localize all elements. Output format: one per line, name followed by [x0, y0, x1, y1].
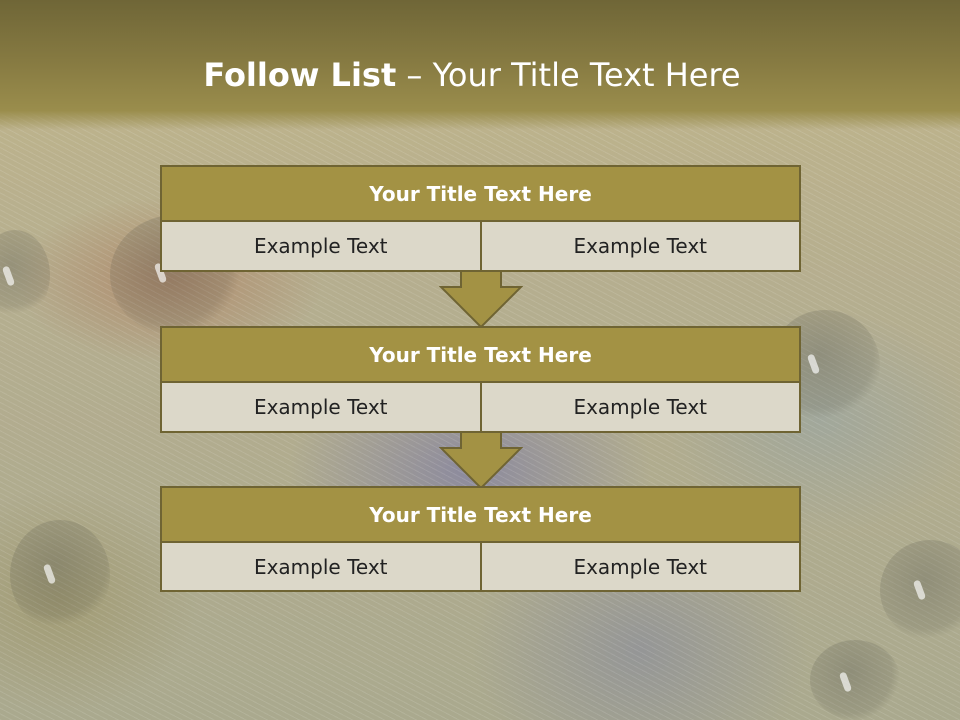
title-dash: – — [406, 56, 423, 94]
example-text-cell: Example Text — [160, 383, 482, 433]
water-drop-decoration — [810, 640, 900, 720]
block-row: Example Text Example Text — [160, 222, 801, 272]
example-text-cell: Example Text — [160, 222, 482, 272]
title-rest-part: Your Title Text Here — [432, 56, 741, 94]
water-drop-decoration — [10, 520, 110, 630]
water-drop-decoration — [0, 230, 50, 320]
down-arrow-icon — [439, 432, 523, 490]
block-title: Your Title Text Here — [160, 165, 801, 222]
list-block-1: Your Title Text Here Example Text Exampl… — [160, 165, 801, 272]
example-text-cell: Example Text — [481, 383, 801, 433]
example-text-cell: Example Text — [481, 543, 801, 592]
block-row: Example Text Example Text — [160, 543, 801, 592]
block-title: Your Title Text Here — [160, 486, 801, 543]
example-text-cell: Example Text — [160, 543, 482, 592]
water-drop-decoration — [880, 540, 960, 640]
list-block-2: Your Title Text Here Example Text Exampl… — [160, 326, 801, 433]
block-title: Your Title Text Here — [160, 326, 801, 383]
block-row: Example Text Example Text — [160, 383, 801, 433]
title-bold-part: Follow List — [203, 56, 397, 94]
example-text-cell: Example Text — [481, 222, 801, 272]
list-block-3: Your Title Text Here Example Text Exampl… — [160, 486, 801, 592]
title-bar — [0, 0, 960, 130]
slide-title: Follow List – Your Title Text Here — [0, 54, 944, 96]
down-arrow-icon — [439, 271, 523, 329]
